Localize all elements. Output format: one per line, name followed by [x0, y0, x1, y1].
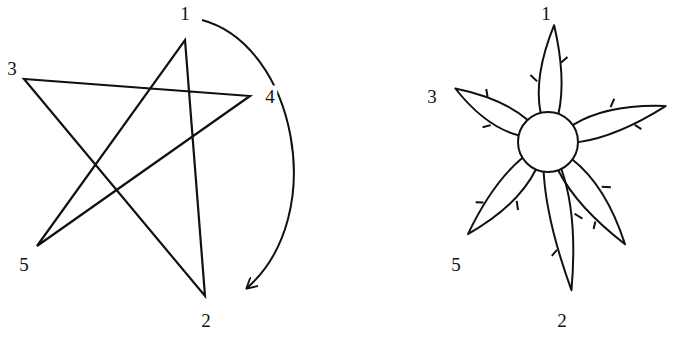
petal — [457, 154, 546, 248]
callout-number: 3 — [5, 58, 19, 79]
flower-center — [518, 112, 578, 172]
callout-number: 4 — [263, 86, 277, 107]
callout-number: 5 — [17, 254, 31, 275]
petal — [553, 151, 644, 254]
callout-number: 1 — [539, 3, 553, 24]
petal — [529, 24, 570, 114]
callout-number: 3 — [425, 86, 439, 107]
callout-number: 5 — [449, 254, 463, 275]
callout-number: 2 — [555, 310, 569, 331]
pentagram — [24, 40, 250, 296]
callout-number: 1 — [178, 3, 192, 24]
callout-number: 2 — [199, 310, 213, 331]
flower — [445, 24, 670, 292]
curved-arrow — [202, 20, 294, 288]
petal — [539, 167, 593, 292]
petal — [445, 76, 530, 145]
petal — [569, 85, 670, 148]
